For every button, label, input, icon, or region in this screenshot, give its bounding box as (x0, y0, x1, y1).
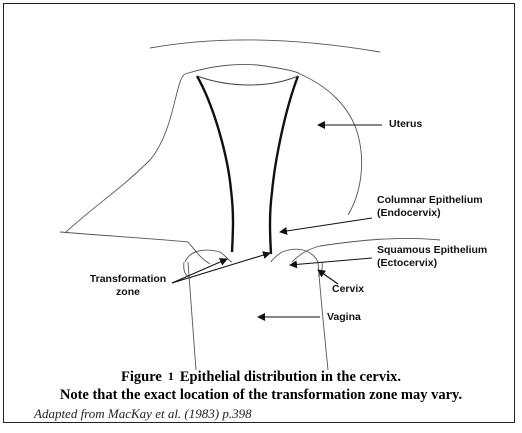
transformation-arrow-1 (172, 259, 227, 283)
top-outline (150, 40, 380, 52)
figure-caption-source: Adapted from MacKay et al. (1983) p.398 (34, 406, 252, 422)
columnar-arrow (280, 218, 372, 232)
transformation-arrow-2 (172, 253, 270, 283)
figure-number: 1 (162, 369, 180, 383)
label-columnar-epithelium: Columnar Epithelium (Endocervix) (377, 194, 483, 220)
figure-title: Epithelial distribution in the cervix. (180, 369, 401, 385)
label-squamous-line1: Squamous Epithelium (377, 244, 487, 257)
squamous-arrow (290, 258, 372, 265)
figure-caption-note: Note that the exact location of the tran… (0, 387, 522, 404)
right-outer-outline (300, 74, 362, 215)
label-transformation-zone: Transformation zone (78, 273, 178, 299)
label-transformation-line2: zone (78, 286, 178, 299)
cavity-top (197, 76, 298, 85)
label-squamous-line2: (Ectocervix) (377, 257, 487, 270)
label-vagina: Vagina (327, 311, 361, 324)
label-transformation-line1: Transformation (78, 273, 178, 286)
label-columnar-line1: Columnar Epithelium (377, 194, 483, 207)
left-outer-outline (65, 74, 185, 233)
left-cavity-line (197, 76, 233, 252)
right-cavity-line (270, 76, 298, 254)
fundus-outline (185, 64, 300, 74)
label-squamous-epithelium: Squamous Epithelium (Ectocervix) (377, 244, 487, 270)
cervix-arrow (318, 270, 338, 284)
left-vagina-inner (184, 262, 188, 276)
figure-prefix: Figure (121, 369, 162, 385)
label-uterus: Uterus (389, 118, 422, 131)
label-cervix: Cervix (332, 283, 364, 296)
left-fornix (60, 232, 210, 264)
label-columnar-line2: (Endocervix) (377, 207, 483, 220)
